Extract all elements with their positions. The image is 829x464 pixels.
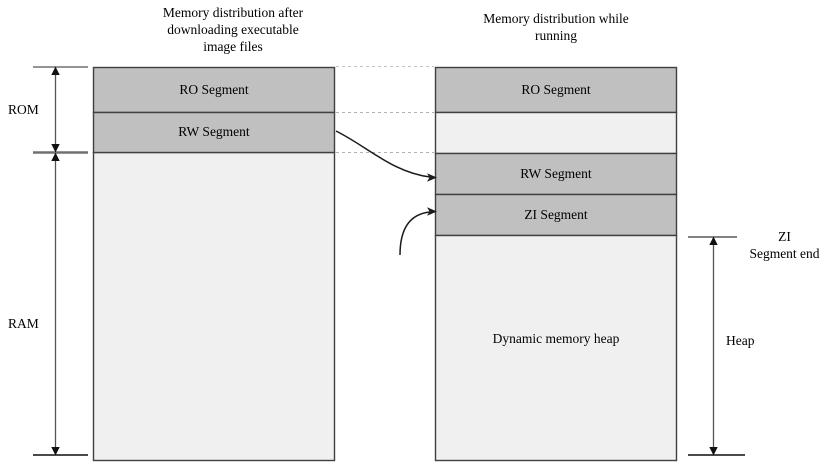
ram-bracket-label: RAM <box>8 316 39 331</box>
left-diagram-title: Memory distribution after downloading ex… <box>108 4 358 55</box>
right-ro-segment-label: RO Segment <box>521 82 591 97</box>
right-title-line-1: Memory distribution while <box>483 11 629 26</box>
zi-segment-end-label: ZI Segment end <box>740 228 829 262</box>
left-title-line-1: Memory distribution after <box>162 5 304 20</box>
rom-bracket-label: ROM <box>8 102 39 117</box>
ram-bracket <box>33 152 88 456</box>
left-ro-segment-label: RO Segment <box>179 82 249 97</box>
guide-lines <box>336 66 434 153</box>
right-title-line-2: running <box>535 28 577 43</box>
right-rw-segment-label: RW Segment <box>520 166 592 181</box>
right-diagram-title: Memory distribution while running <box>431 10 681 44</box>
right-memory-map-shapes <box>434 66 678 462</box>
left-free-region <box>92 151 336 462</box>
right-zi-segment-label: ZI Segment <box>524 207 588 222</box>
zi-segment-end-line-2: Segment end <box>749 246 820 261</box>
heap-bracket-label: Heap <box>726 333 755 348</box>
zi-segment-end-line-1: ZI <box>778 229 791 244</box>
left-rw-segment-label: RW Segment <box>178 124 250 139</box>
left-title-line-2: downloading executable <box>167 22 299 37</box>
right-heap-region <box>434 234 678 462</box>
zi-creation-arrow <box>399 207 437 256</box>
rw-relocation-arrow <box>335 130 437 182</box>
right-gap-region <box>434 111 678 155</box>
dynamic-memory-heap-label: Dynamic memory heap <box>492 331 620 346</box>
left-title-line-3: image files <box>203 39 263 54</box>
